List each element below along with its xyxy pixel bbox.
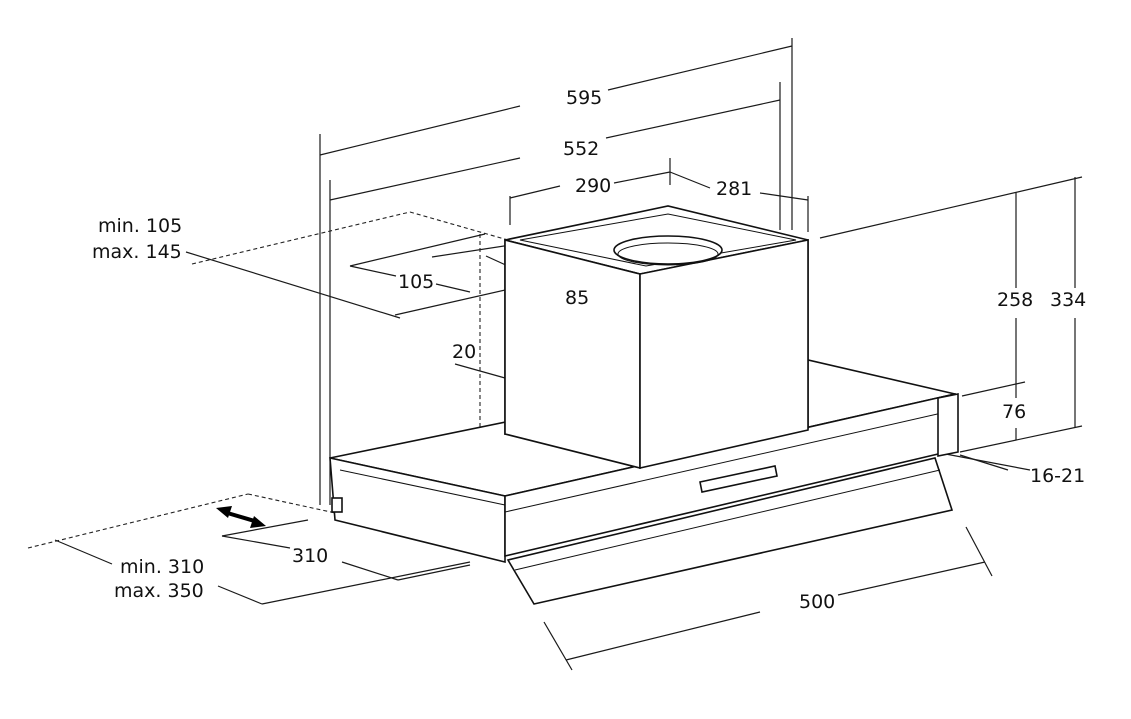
chimney xyxy=(504,205,809,470)
dim-offset-max: max. 145 xyxy=(92,241,182,263)
dim-552: 552 xyxy=(563,138,599,160)
dim-334: 334 xyxy=(1050,289,1086,311)
dim-595: 595 xyxy=(566,87,602,109)
dimension-labels: 595 552 290 281 min. 105 max. 145 105 85… xyxy=(92,87,1086,613)
dim-310: 310 xyxy=(292,545,328,567)
dim-depth-max: max. 350 xyxy=(114,580,204,602)
dim-105: 105 xyxy=(398,271,434,293)
dim-depth-min: min. 310 xyxy=(120,556,204,578)
dim-16-21: 16-21 xyxy=(1030,465,1085,487)
dim-281: 281 xyxy=(716,178,752,200)
dimension-lines xyxy=(27,38,1083,671)
dim-290: 290 xyxy=(575,175,611,197)
offset-guides xyxy=(191,211,509,515)
dim-20: 20 xyxy=(452,341,476,363)
dim-500: 500 xyxy=(799,591,835,613)
slide-arrow-icon xyxy=(216,506,266,528)
dim-85: 85 xyxy=(565,287,589,309)
dim-76: 76 xyxy=(1002,401,1026,423)
dim-258: 258 xyxy=(997,289,1033,311)
dim-offset-min: min. 105 xyxy=(98,215,182,237)
